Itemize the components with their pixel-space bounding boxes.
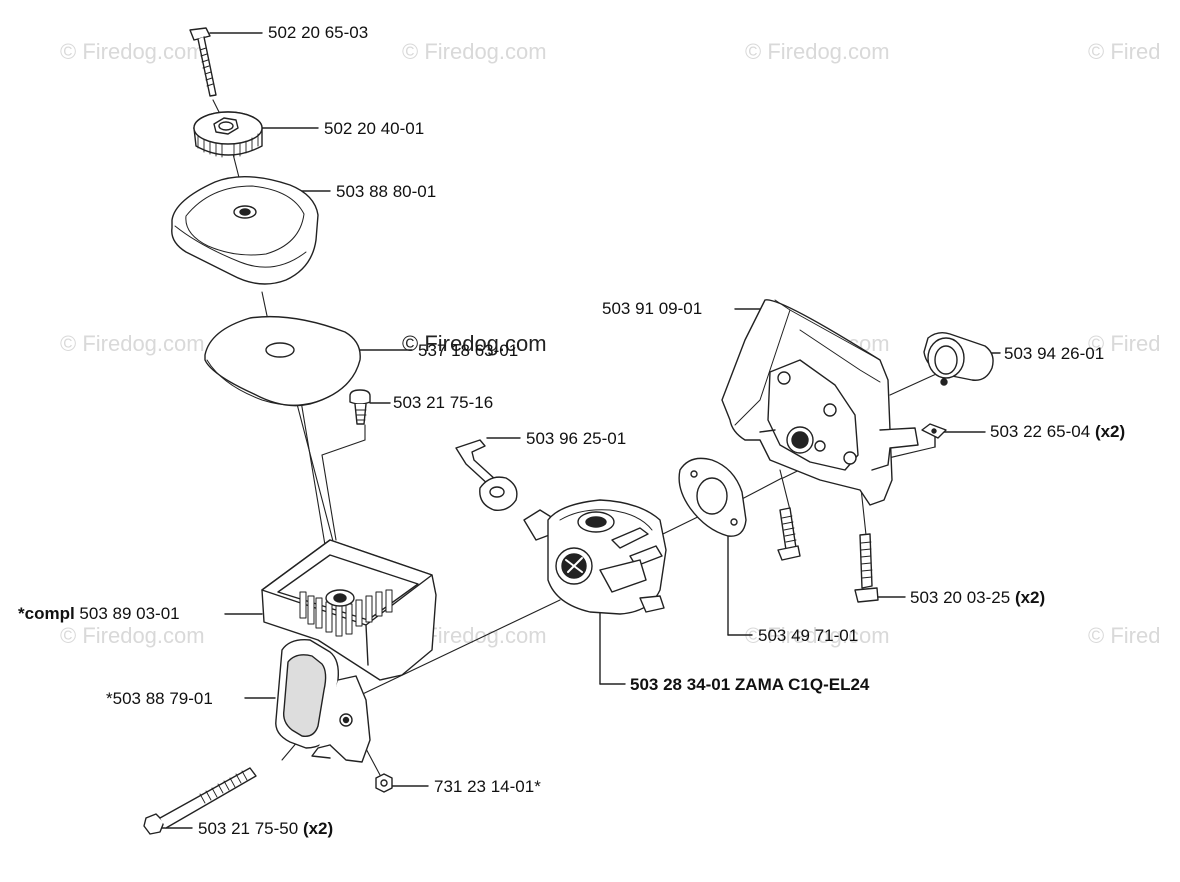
long-bolt	[143, 767, 257, 835]
filter-cover	[171, 175, 319, 285]
sleeve	[923, 331, 994, 386]
bracket	[721, 299, 919, 506]
label-bracket: 503 91 09-01	[602, 299, 703, 318]
label-filter-cover: 503 88 80-01	[336, 182, 437, 201]
label-boot: *503 88 79-01	[106, 689, 213, 708]
screw-upper	[777, 507, 801, 561]
watermark: © Firedog.com	[60, 623, 205, 648]
label-filter-element: 537 18 63-01	[418, 341, 519, 360]
small-screw	[349, 389, 371, 425]
clip	[921, 423, 947, 439]
label-long-bolt: 503 21 75-50 (x2)	[198, 819, 333, 839]
filter-element	[204, 315, 361, 407]
watermark: © Firedog.com	[745, 39, 890, 64]
label-clip-qty: (x2)	[1094, 422, 1126, 441]
label-screw-pair-qty: (x2)	[1014, 588, 1046, 607]
label-carburetor: 503 28 34-01 ZAMA C1Q-EL24	[630, 675, 869, 695]
label-long-bolt-qty: (x2)	[302, 819, 334, 838]
leader-lines	[159, 32, 1001, 829]
nut	[375, 773, 393, 793]
watermark: © Fired	[1088, 623, 1161, 648]
label-knob: 502 20 40-01	[324, 119, 425, 138]
label-filter-housing-prefix: *compl	[18, 604, 75, 623]
top-bolt	[189, 27, 217, 97]
label-long-bolt-number: 503 21 75-50	[198, 819, 299, 838]
label-bolt-top: 502 20 65-03	[268, 23, 369, 42]
watermark: © Fired	[1088, 39, 1161, 64]
watermark-center: © Firedog.com	[402, 331, 547, 356]
label-small-screw: 503 21 75-16	[393, 393, 494, 412]
watermark: © Firedog.com	[745, 623, 890, 648]
label-nut: 731 23 14-01*	[434, 777, 541, 796]
watermark: © Firedog.com	[60, 39, 205, 64]
intake-boot	[275, 639, 371, 763]
filter-housing	[261, 539, 437, 681]
gasket	[678, 457, 747, 537]
label-carburetor-text: 503 28 34-01 ZAMA C1Q-EL24	[630, 675, 870, 694]
watermark: © Fired	[1088, 331, 1161, 356]
knob	[193, 111, 263, 158]
label-clip: 503 22 65-04 (x2)	[990, 422, 1125, 442]
label-screw-pair: 503 20 03-25 (x2)	[910, 588, 1045, 608]
label-filter-housing-number: 503 89 03-01	[79, 604, 180, 623]
label-gasket: 503 49 71-01	[758, 626, 859, 645]
label-clip-number: 503 22 65-04	[990, 422, 1091, 441]
watermark: © Firedog.com	[60, 331, 205, 356]
watermark: © Firedog.com	[402, 39, 547, 64]
label-screw-pair-number: 503 20 03-25	[910, 588, 1011, 607]
label-sleeve: 503 94 26-01	[1004, 344, 1105, 363]
screw-lower	[854, 533, 879, 603]
throttle-lever	[455, 439, 518, 511]
label-filter-housing: *compl 503 89 03-01	[18, 604, 180, 624]
carburetor	[523, 499, 667, 615]
label-lever: 503 96 25-01	[526, 429, 627, 448]
